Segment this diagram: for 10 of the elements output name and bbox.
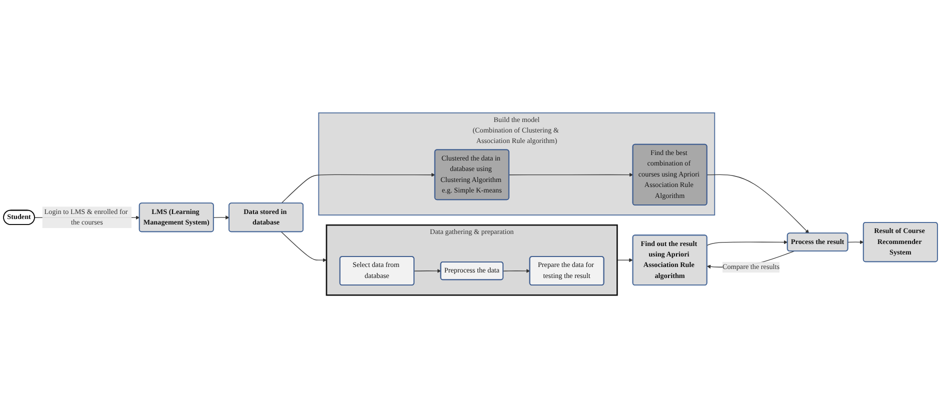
arrow xyxy=(280,172,436,204)
arrow xyxy=(706,174,810,234)
arrow xyxy=(414,269,442,273)
arrow xyxy=(706,240,788,246)
arrow xyxy=(508,172,634,177)
arrow xyxy=(502,269,530,273)
arrow xyxy=(213,216,230,220)
arrow xyxy=(280,231,327,262)
arrow xyxy=(616,258,633,262)
arrow xyxy=(848,240,864,244)
